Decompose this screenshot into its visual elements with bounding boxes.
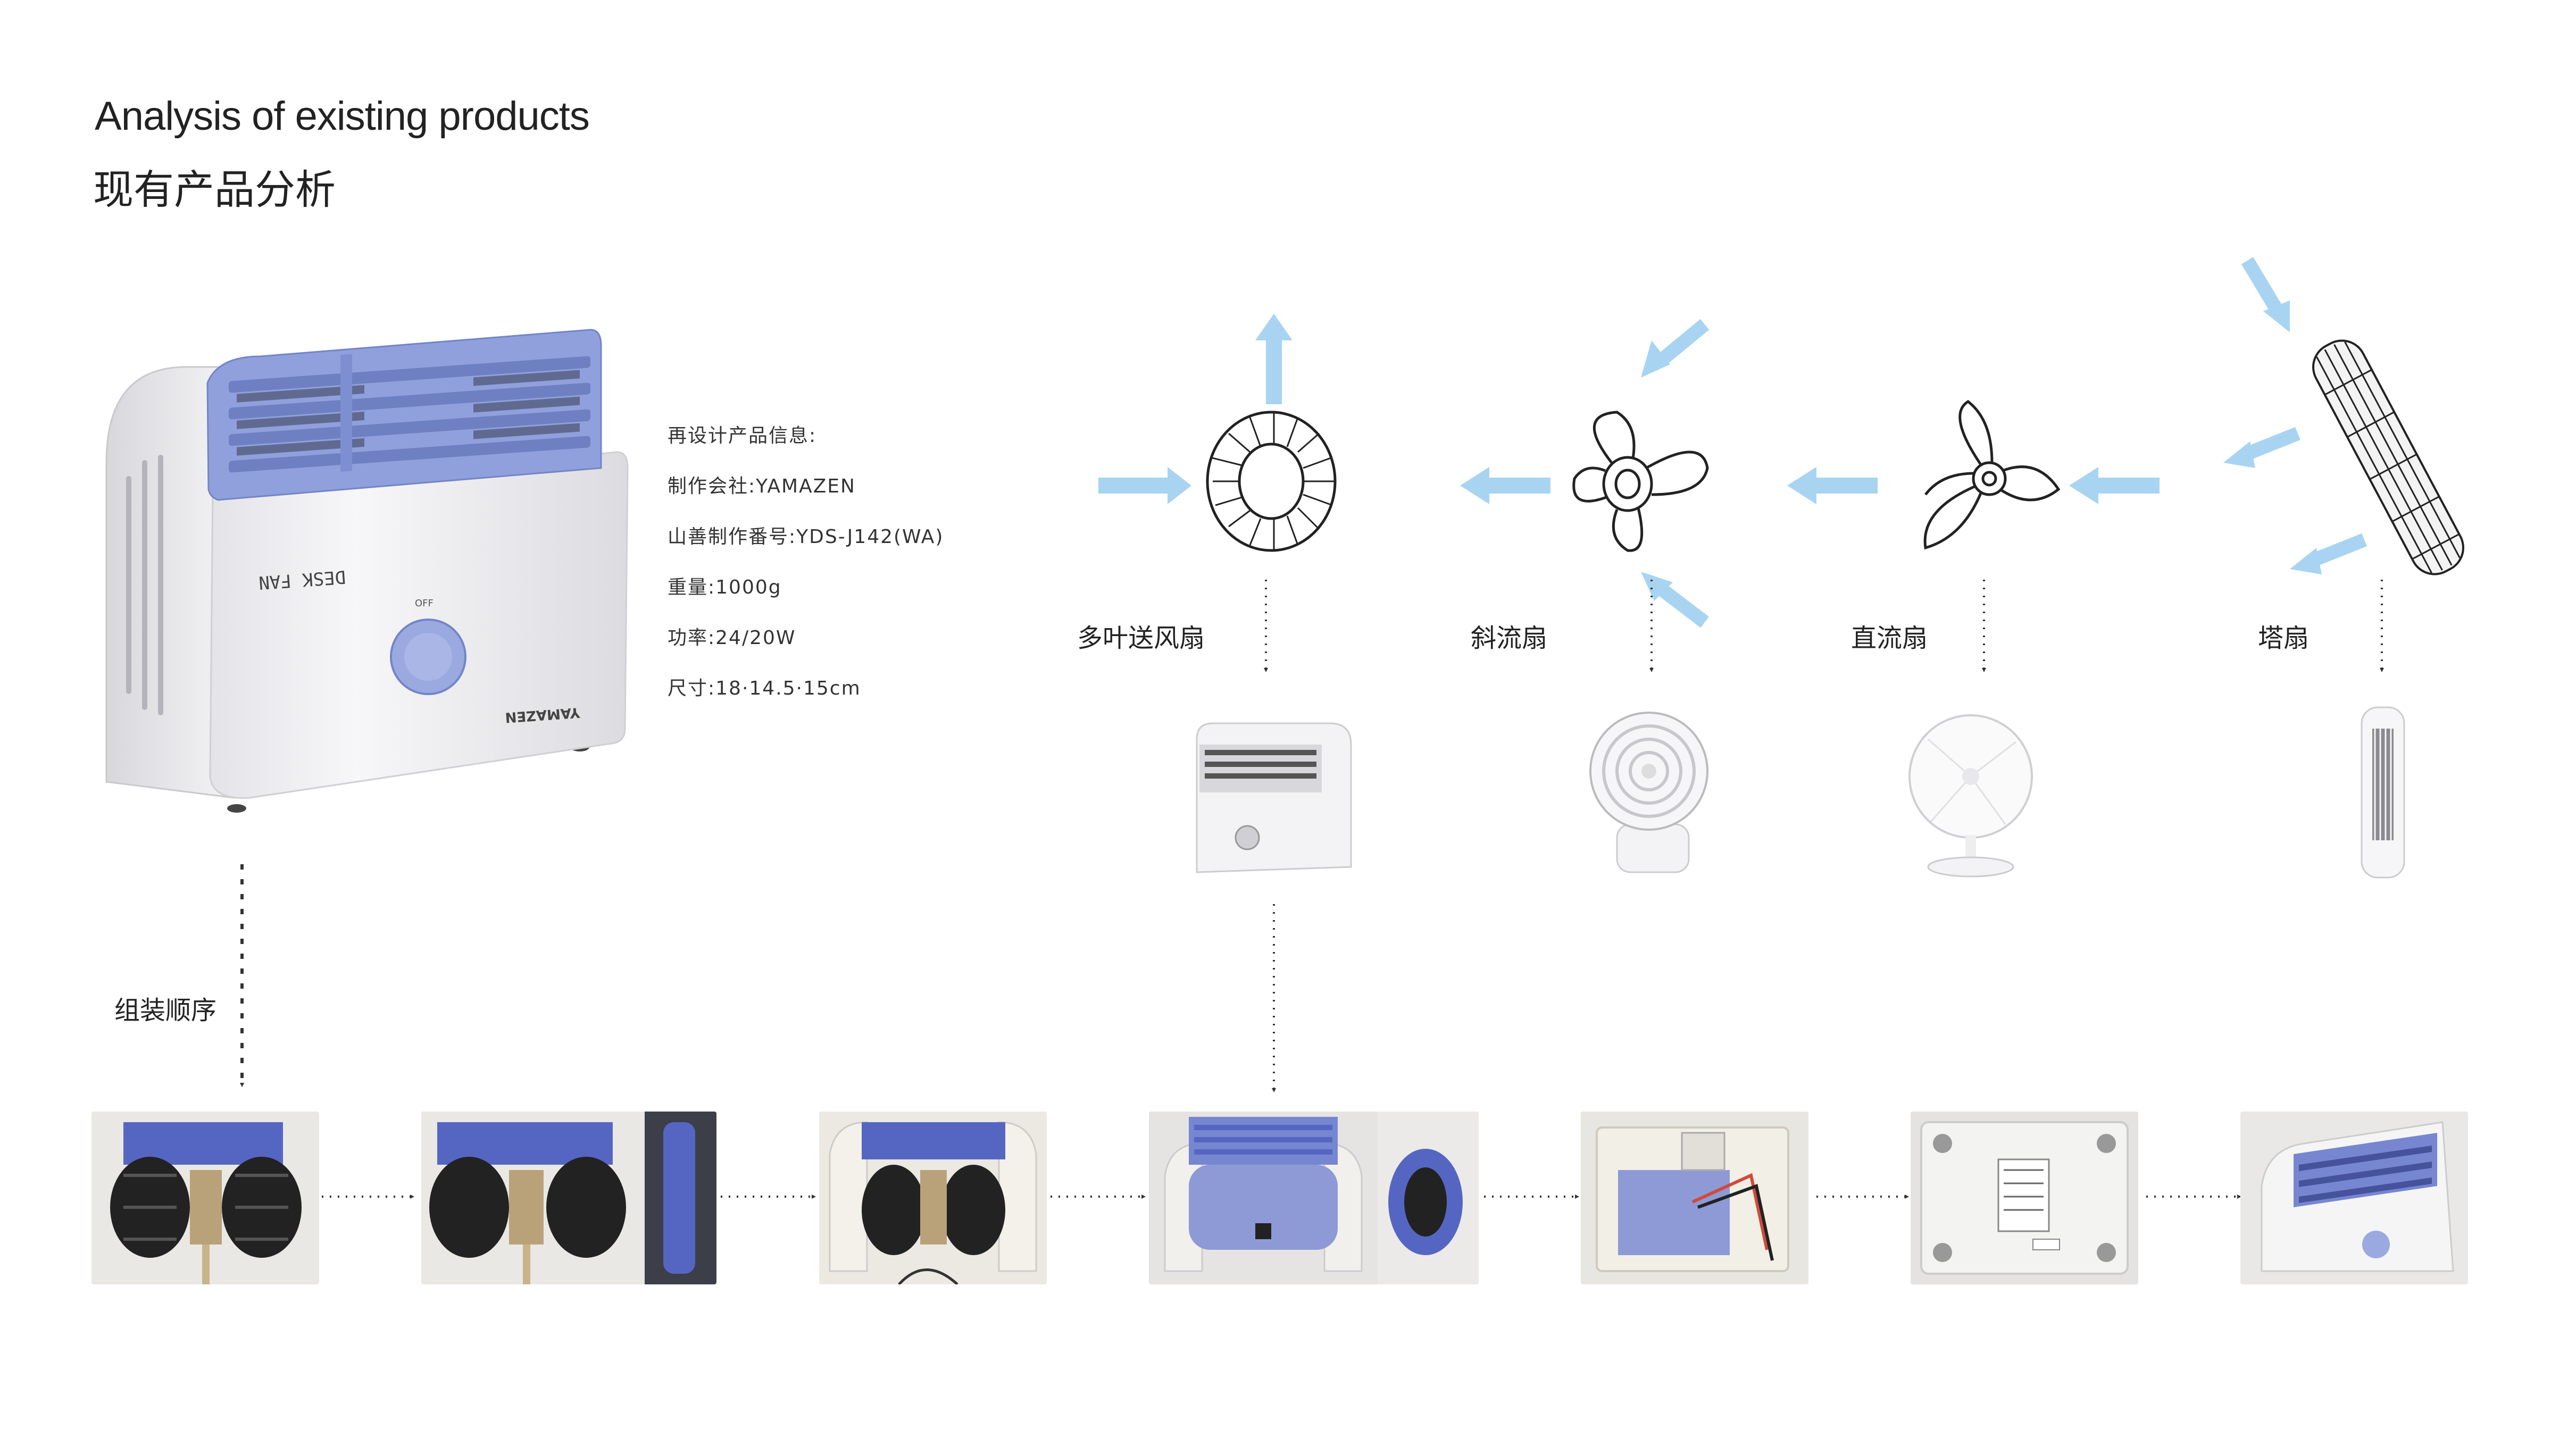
assembly-step-photo-1 xyxy=(91,1112,319,1284)
assembly-step-photo-4 xyxy=(1149,1112,1479,1284)
assembly-step-photo-2 xyxy=(421,1112,716,1284)
mixed-flow-fan-icon xyxy=(1572,411,1709,552)
page-title-en: Analysis of existing products xyxy=(95,94,590,139)
product-label-off: OFF xyxy=(415,598,433,609)
airflow-arrow xyxy=(2242,427,2300,462)
fan-type-label-centrifugal: 多叶送风扇 xyxy=(1077,623,1205,653)
product-thumb-circulator xyxy=(1589,712,1708,873)
fan-type-label-tower: 塔扇 xyxy=(2258,623,2310,653)
info-heading: 再设计产品信息: xyxy=(668,425,817,447)
airflow-arrowhead xyxy=(1641,340,1670,378)
fan-type-label-axial: 直流扇 xyxy=(1851,623,1928,653)
airflow-arrowhead xyxy=(2263,300,2290,332)
product-thumb-blower xyxy=(1196,722,1352,873)
info-size: 尺寸:18·14.5·15cm xyxy=(668,678,861,699)
page-title-cn: 现有产品分析 xyxy=(93,166,336,213)
airflow-arrowhead xyxy=(1641,572,1673,601)
airflow-arrow xyxy=(2069,467,2160,504)
airflow-arrow xyxy=(2308,533,2367,568)
airflow-arrow xyxy=(1098,467,1191,504)
fan-type-label-mixed-flow: 斜流扇 xyxy=(1471,623,1548,653)
airflow-arrowhead xyxy=(2290,548,2322,574)
info-weight: 重量:1000g xyxy=(668,577,782,598)
centrifugal-blower-wheel-icon xyxy=(1206,411,1337,552)
assembly-step-photo-6 xyxy=(1911,1112,2138,1284)
airflow-arrow xyxy=(1255,314,1293,404)
airflow-arrowhead xyxy=(2223,441,2255,468)
product-thumb-tower-fan xyxy=(2361,706,2405,879)
product-thumb-desk-fan xyxy=(1908,714,2033,878)
info-model: 山善制作番号:YDS-J142(WA) xyxy=(668,526,944,548)
info-maker: 制作会社:YAMAZEN xyxy=(668,475,856,497)
airflow-arrow xyxy=(1655,319,1710,367)
cross-flow-impeller-icon xyxy=(2312,339,2464,575)
assembly-step-photo-5 xyxy=(1581,1112,1808,1284)
info-power: 功率:24/20W xyxy=(668,627,796,649)
airflow-arrow xyxy=(1787,467,1878,504)
main-product-image: DESK FAN YAMAZEN OFF xyxy=(105,329,629,813)
airflow-arrow xyxy=(2241,257,2286,318)
airflow-arrow xyxy=(1460,467,1550,504)
assembly-step-photo-7 xyxy=(2240,1112,2468,1284)
airflow-arrow xyxy=(1655,582,1709,628)
assembly-step-photo-3 xyxy=(819,1112,1047,1284)
assembly-order-label: 组装顺序 xyxy=(114,996,217,1025)
axial-propeller-icon xyxy=(1923,399,2061,550)
product-info: 再设计产品信息: 制作会社:YAMAZEN 山善制作番号:YDS-J142(WA… xyxy=(668,420,944,723)
